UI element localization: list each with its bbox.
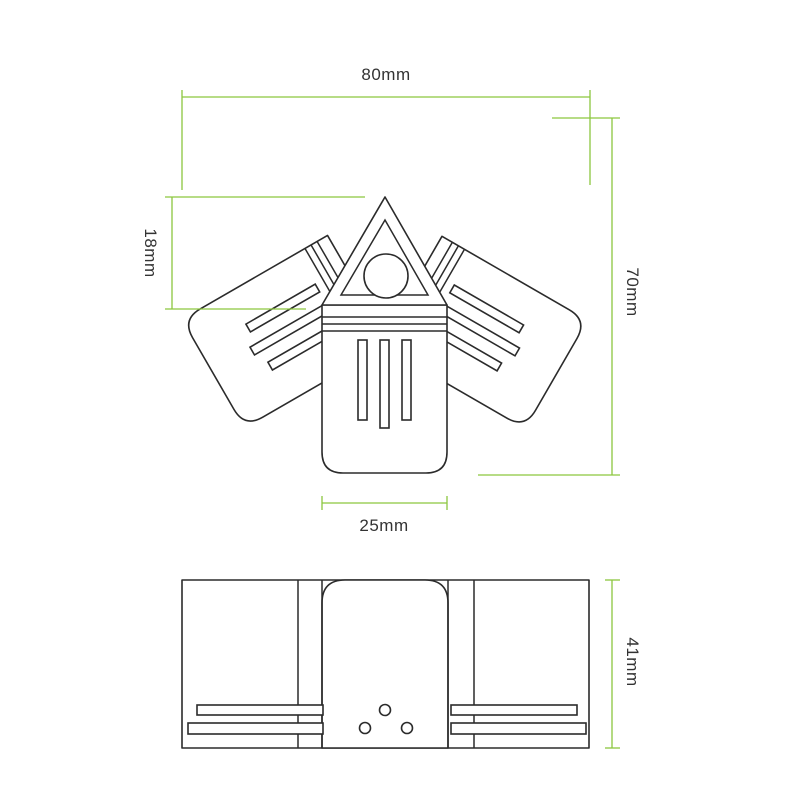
side-hole-left	[358, 721, 372, 735]
bottom-leg	[321, 304, 448, 474]
dimension-label-70mm: 70mm	[623, 267, 642, 316]
dimension-label-18mm: 18mm	[141, 228, 160, 277]
hub	[321, 196, 448, 306]
dimension-label-80mm: 80mm	[361, 65, 410, 84]
dimension-label-25mm: 25mm	[359, 516, 408, 535]
side-hole-right	[400, 721, 414, 735]
dimension-70mm: 70mm	[478, 117, 642, 476]
center-tab	[321, 579, 449, 749]
dimension-41mm: 41mm	[605, 579, 642, 749]
side-hole-top	[378, 703, 392, 717]
top-view	[187, 196, 582, 474]
dimension-18mm: 18mm	[141, 196, 365, 310]
center-hole	[363, 253, 409, 299]
dimension-label-41mm: 41mm	[623, 637, 642, 686]
side-view	[181, 579, 590, 749]
dimension-25mm: 25mm	[321, 496, 448, 535]
dimension-80mm: 80mm	[181, 65, 591, 190]
